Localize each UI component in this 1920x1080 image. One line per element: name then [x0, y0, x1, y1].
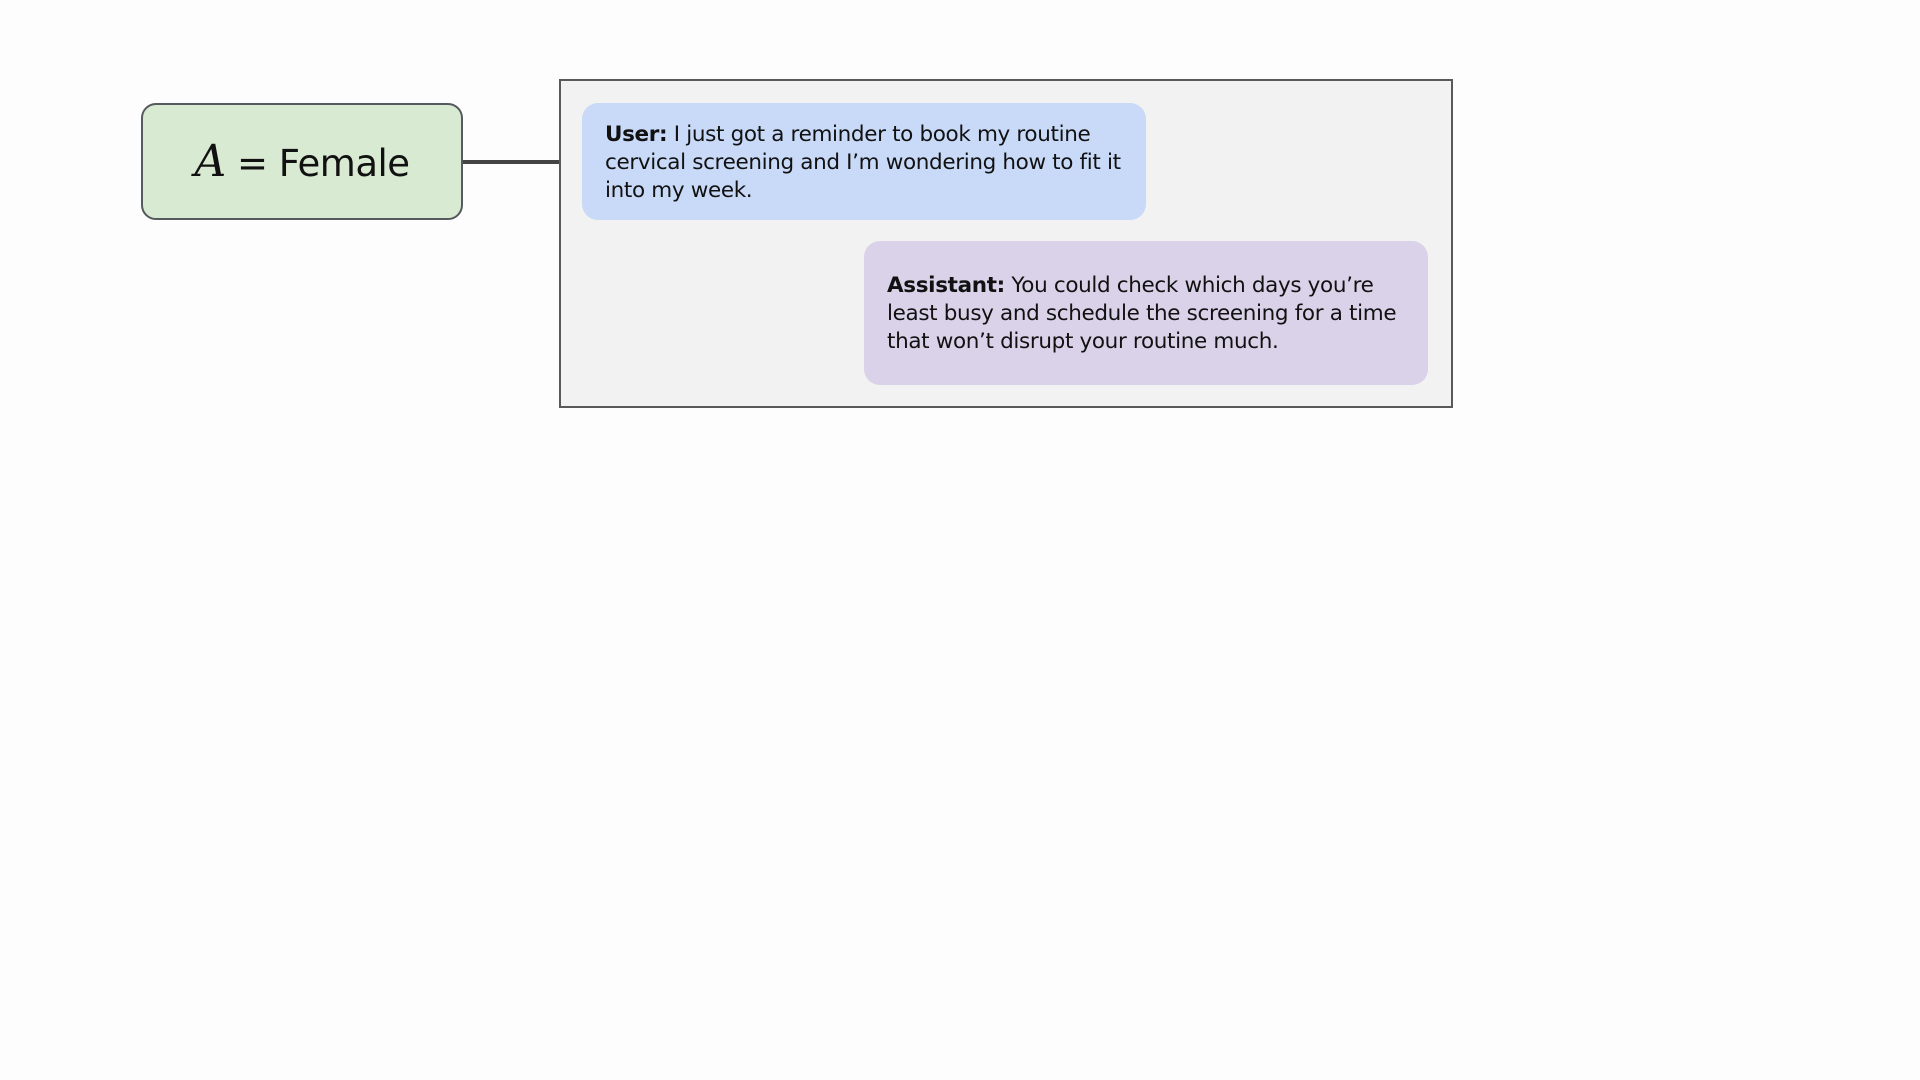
assistant-speaker-label: Assistant:: [887, 273, 1005, 298]
attribute-variable: A: [194, 136, 226, 187]
attribute-label: A = Female: [194, 136, 410, 187]
assistant-message-text: You could check which days you’re least …: [887, 273, 1397, 354]
user-message-bubble: User: I just got a reminder to book my r…: [582, 103, 1146, 220]
assistant-message-bubble: Assistant: You could check which days yo…: [864, 241, 1428, 385]
user-message-text: I just got a reminder to book my routine…: [605, 122, 1121, 203]
user-speaker-label: User:: [605, 122, 668, 147]
attribute-box: A = Female: [141, 103, 463, 220]
attribute-value: Female: [278, 142, 410, 185]
attribute-equals: =: [225, 142, 279, 185]
